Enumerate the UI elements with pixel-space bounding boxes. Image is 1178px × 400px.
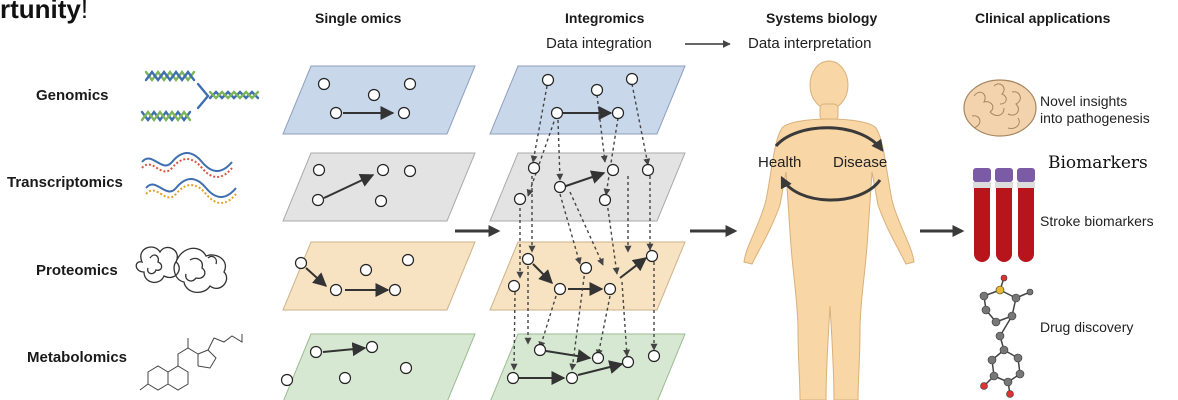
row-label-metabolomics: Metabolomics	[27, 349, 128, 366]
disease-label: Disease	[833, 154, 888, 171]
human-body-figure	[743, 60, 915, 400]
title-punct: !	[80, 0, 89, 24]
header-integromics: Integromics	[565, 10, 645, 26]
header-single-omics: Single omics	[315, 10, 402, 26]
biomarkers-label: Biomarkers	[1048, 153, 1148, 173]
header-clinical-applications: Clinical applications	[975, 10, 1111, 26]
molecule-icon	[979, 274, 1034, 398]
metabolite-structure-icon	[139, 334, 243, 391]
header-systems-biology: Systems biology	[766, 10, 878, 26]
integrated-transcriptomics-plane	[489, 152, 686, 222]
protein-icon	[135, 246, 228, 293]
row-label-proteomics: Proteomics	[36, 262, 118, 279]
drug-discovery-label: Drug discovery	[1040, 319, 1134, 335]
stroke-biomarkers-label: Stroke biomarkers	[1040, 213, 1154, 229]
data-integration-label: Data integration	[546, 35, 652, 52]
data-interpretation-label: Data interpretation	[748, 35, 872, 52]
title-text: rtunity	[0, 0, 81, 24]
integromics-dashed-arrows	[510, 83, 658, 371]
row-label-transcriptomics: Transcriptomics	[7, 174, 123, 191]
title-fragment: rtunity!	[0, 0, 88, 25]
brain-icon	[963, 79, 1037, 137]
integromics-solid-arrows	[518, 106, 648, 385]
transcriptomics-plane	[282, 152, 476, 222]
pathogenesis-label: Novel insights into pathogenesis	[1040, 93, 1150, 127]
single-omics-nodes	[280, 77, 417, 387]
proteomics-plane	[282, 241, 476, 311]
integrated-metabolomics-plane	[490, 333, 686, 400]
pathogenesis-line1: Novel insights	[1040, 93, 1128, 109]
genomics-plane	[282, 65, 476, 135]
integrated-genomics-plane	[489, 65, 686, 135]
single-omics-network	[305, 106, 395, 357]
pathogenesis-line2: into pathogenesis	[1040, 110, 1150, 126]
blood-tubes-icon	[973, 168, 1035, 262]
health-label: Health	[758, 154, 802, 171]
health-disease-cycle	[774, 126, 884, 202]
metabolomics-plane	[283, 333, 476, 400]
rna-icon	[141, 152, 237, 204]
integromics-nodes	[506, 72, 661, 385]
dna-icon	[140, 70, 260, 122]
row-label-genomics: Genomics	[36, 87, 109, 104]
integromics-column	[489, 65, 686, 400]
